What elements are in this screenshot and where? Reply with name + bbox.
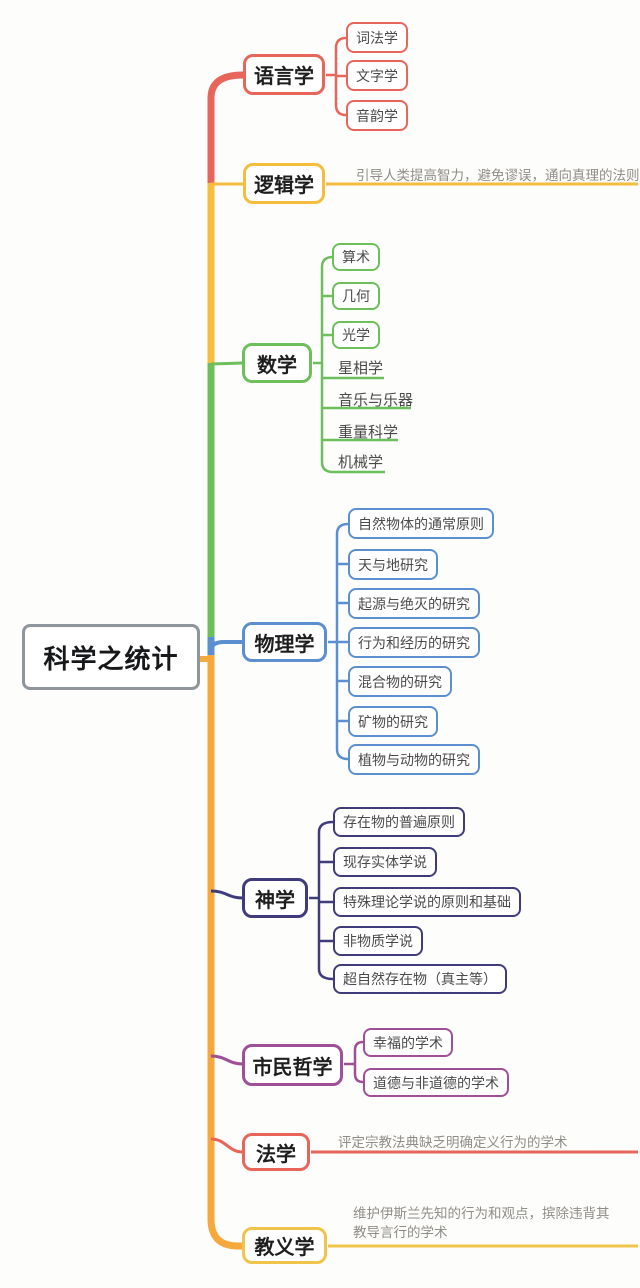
- connector-physics: [209, 640, 243, 652]
- topic-law[interactable]: 法学: [242, 1133, 310, 1171]
- child-origin-extinction[interactable]: 起源与绝灭的研究: [348, 588, 480, 619]
- bracket-linguistics: [326, 36, 347, 117]
- child-astrology[interactable]: 星相学: [338, 360, 384, 377]
- child-lexicology[interactable]: 词法学: [346, 22, 408, 53]
- child-mixtures[interactable]: 混合物的研究: [348, 666, 452, 697]
- root-topic[interactable]: 科学之统计: [22, 624, 200, 690]
- child-geometry[interactable]: 几何: [332, 282, 380, 310]
- child-mechanics[interactable]: 机械学: [338, 454, 384, 471]
- child-plants-animals[interactable]: 植物与动物的研究: [348, 744, 480, 775]
- note-law[interactable]: 评定宗教法典缺乏明确定义行为的学术: [338, 1135, 568, 1150]
- child-special-theory[interactable]: 特殊理论学说的原则和基础: [333, 887, 521, 917]
- topic-theology[interactable]: 神学: [242, 878, 308, 918]
- child-optics[interactable]: 光学: [332, 321, 380, 349]
- child-supernatural-beings[interactable]: 超自然存在物（真主等）: [333, 964, 507, 994]
- topic-linguistics[interactable]: 语言学: [243, 54, 325, 95]
- child-behavior-experience[interactable]: 行为和经历的研究: [348, 627, 480, 658]
- child-philology[interactable]: 文字学: [346, 60, 408, 91]
- topic-logic[interactable]: 逻辑学: [243, 163, 325, 204]
- child-immaterial-doctrine[interactable]: 非物质学说: [333, 926, 423, 956]
- topic-civil-philosophy[interactable]: 市民哲学: [242, 1044, 343, 1086]
- topic-physics[interactable]: 物理学: [242, 622, 327, 662]
- connector-math: [210, 361, 244, 366]
- child-morality[interactable]: 道德与非道德的学术: [363, 1068, 509, 1097]
- child-existing-entities[interactable]: 现存实体学说: [333, 847, 437, 877]
- trunk-segment-lower: [207, 655, 243, 1250]
- connector-law: [210, 1137, 244, 1154]
- bracket-theology: [309, 820, 334, 981]
- bracket-math: [313, 255, 411, 474]
- topic-dogmatics[interactable]: 教义学: [242, 1227, 327, 1264]
- note-logic[interactable]: 引导人类提高智力，避免谬误，通向真理的法则: [356, 168, 640, 183]
- child-minerals[interactable]: 矿物的研究: [348, 706, 438, 737]
- note-dogmatics[interactable]: 维护伊斯兰先知的行为和观点，摈除违背其教导言行的学术: [353, 1206, 610, 1240]
- trunk-segment-linguistics: [207, 71, 247, 189]
- bracket-civil-philosophy: [344, 1040, 364, 1084]
- connector-civil-philosophy: [210, 1054, 244, 1066]
- child-arithmetic[interactable]: 算术: [332, 243, 380, 271]
- child-heaven-earth[interactable]: 天与地研究: [348, 549, 438, 580]
- child-phonology[interactable]: 音韵学: [346, 100, 408, 131]
- topic-math[interactable]: 数学: [242, 343, 312, 383]
- child-happiness[interactable]: 幸福的学术: [363, 1028, 453, 1057]
- child-weight-science[interactable]: 重量科学: [338, 424, 399, 441]
- bracket-physics: [328, 522, 349, 761]
- child-general-principles[interactable]: 自然物体的通常原则: [348, 508, 494, 539]
- child-music-instruments[interactable]: 音乐与乐器: [338, 392, 414, 409]
- child-universal-principles[interactable]: 存在物的普遍原则: [333, 807, 465, 837]
- connector-theology: [210, 889, 244, 900]
